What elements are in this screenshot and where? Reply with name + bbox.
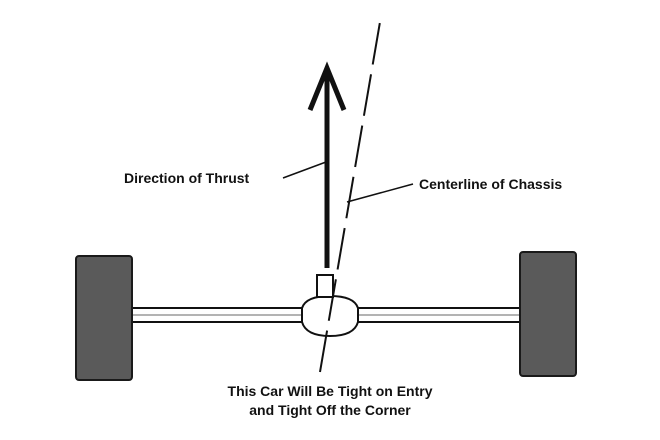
caption-line-1: This Car Will Be Tight on Entry: [228, 383, 433, 399]
differential: [301, 274, 359, 338]
pinion-snout: [316, 274, 334, 298]
caption-line-2: and Tight Off the Corner: [249, 402, 411, 418]
thrust-label: Direction of Thrust: [124, 170, 250, 186]
centerline-label: Centerline of Chassis: [419, 176, 562, 192]
thrust-arrow: [307, 61, 347, 268]
centerline-leader-line: [346, 183, 414, 203]
left-tire: [75, 255, 133, 381]
chassis-centerline: [319, 21, 381, 373]
thrust-arrowhead: [307, 61, 347, 111]
thrust-leader-line: [282, 161, 327, 179]
right-tire: [519, 251, 577, 377]
